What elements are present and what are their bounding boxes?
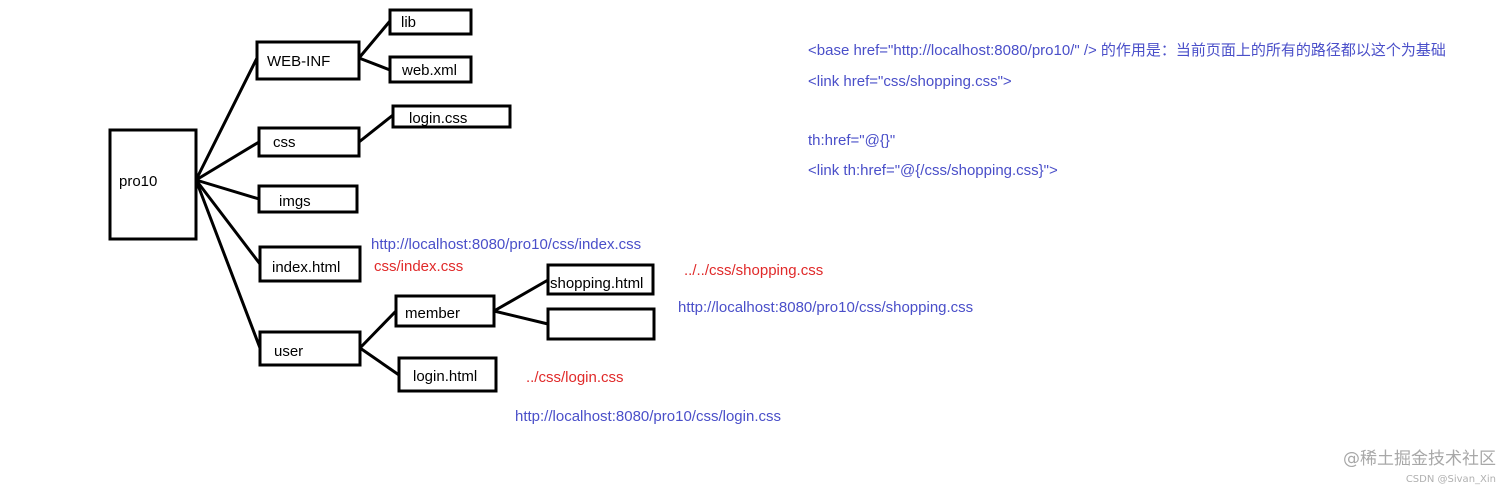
tree-edges (194, 19, 550, 377)
node-imgs: imgs (257, 184, 359, 214)
edge-pro10-user (194, 178, 262, 350)
edge-pro10-index (194, 178, 262, 266)
watermark-sub: CSDN @Sivan_Xin (1405, 474, 1496, 485)
node-empty-file (546, 307, 656, 341)
edge-member-shopping (492, 278, 550, 313)
node-user: user (258, 330, 362, 367)
note-login-url: http://localhost:8080/pro10/css/login.cs… (515, 408, 781, 425)
node-lib-label: lib (401, 14, 416, 31)
node-web-xml: web.xml (388, 55, 473, 84)
note-login-rel: ../css/login.css (526, 369, 624, 386)
note-shopping-rel: ../../css/shopping.css (684, 262, 824, 279)
node-shopping-html-label: shopping.html (550, 275, 643, 292)
node-imgs-label: imgs (279, 193, 311, 210)
node-member-label: member (405, 305, 460, 322)
edge-pro10-webinf (194, 56, 259, 182)
node-pro10: pro10 (108, 128, 198, 241)
node-web-xml-label: web.xml (401, 62, 457, 79)
edge-pro10-imgs (194, 178, 261, 201)
note-link-tag: <link href="css/shopping.css"> (808, 73, 1012, 90)
node-pro10-label: pro10 (119, 173, 157, 190)
note-th-href: th:href="@{}" (808, 132, 896, 149)
node-login-html: login.html (397, 356, 498, 393)
edge-pro10-css (194, 140, 261, 182)
edge-member-empty (492, 309, 550, 326)
node-member: member (394, 294, 496, 328)
edge-user-login-html (358, 346, 401, 377)
note-th-link-tag: <link th:href="@{/css/shopping.css}"> (808, 162, 1058, 179)
node-css-label: css (273, 134, 296, 151)
note-index-url: http://localhost:8080/pro10/css/index.cs… (371, 236, 642, 253)
edge-webinf-lib (357, 19, 392, 60)
node-lib: lib (388, 8, 473, 36)
node-login-css-label: login.css (409, 110, 467, 127)
node-shopping-html: shopping.html (546, 263, 655, 296)
edge-user-member (358, 309, 398, 350)
note-shopping-url: http://localhost:8080/pro10/css/shopping… (678, 299, 974, 316)
node-web-inf: WEB-INF (255, 40, 361, 81)
node-index-html-label: index.html (272, 259, 340, 276)
note-base-tag: <base href="http://localhost:8080/pro10/… (808, 42, 1446, 59)
node-web-inf-label: WEB-INF (267, 53, 330, 70)
node-login-html-label: login.html (413, 368, 477, 385)
edge-webinf-webxml (357, 56, 392, 72)
edge-css-login-css (357, 113, 395, 144)
node-user-label: user (274, 343, 303, 360)
node-index-html: index.html (258, 245, 362, 283)
note-index-rel: css/index.css (374, 258, 464, 275)
node-login-css: login.css (391, 104, 512, 129)
node-css: css (257, 126, 361, 158)
watermark-main: @稀土掘金技术社区 (1343, 449, 1496, 469)
